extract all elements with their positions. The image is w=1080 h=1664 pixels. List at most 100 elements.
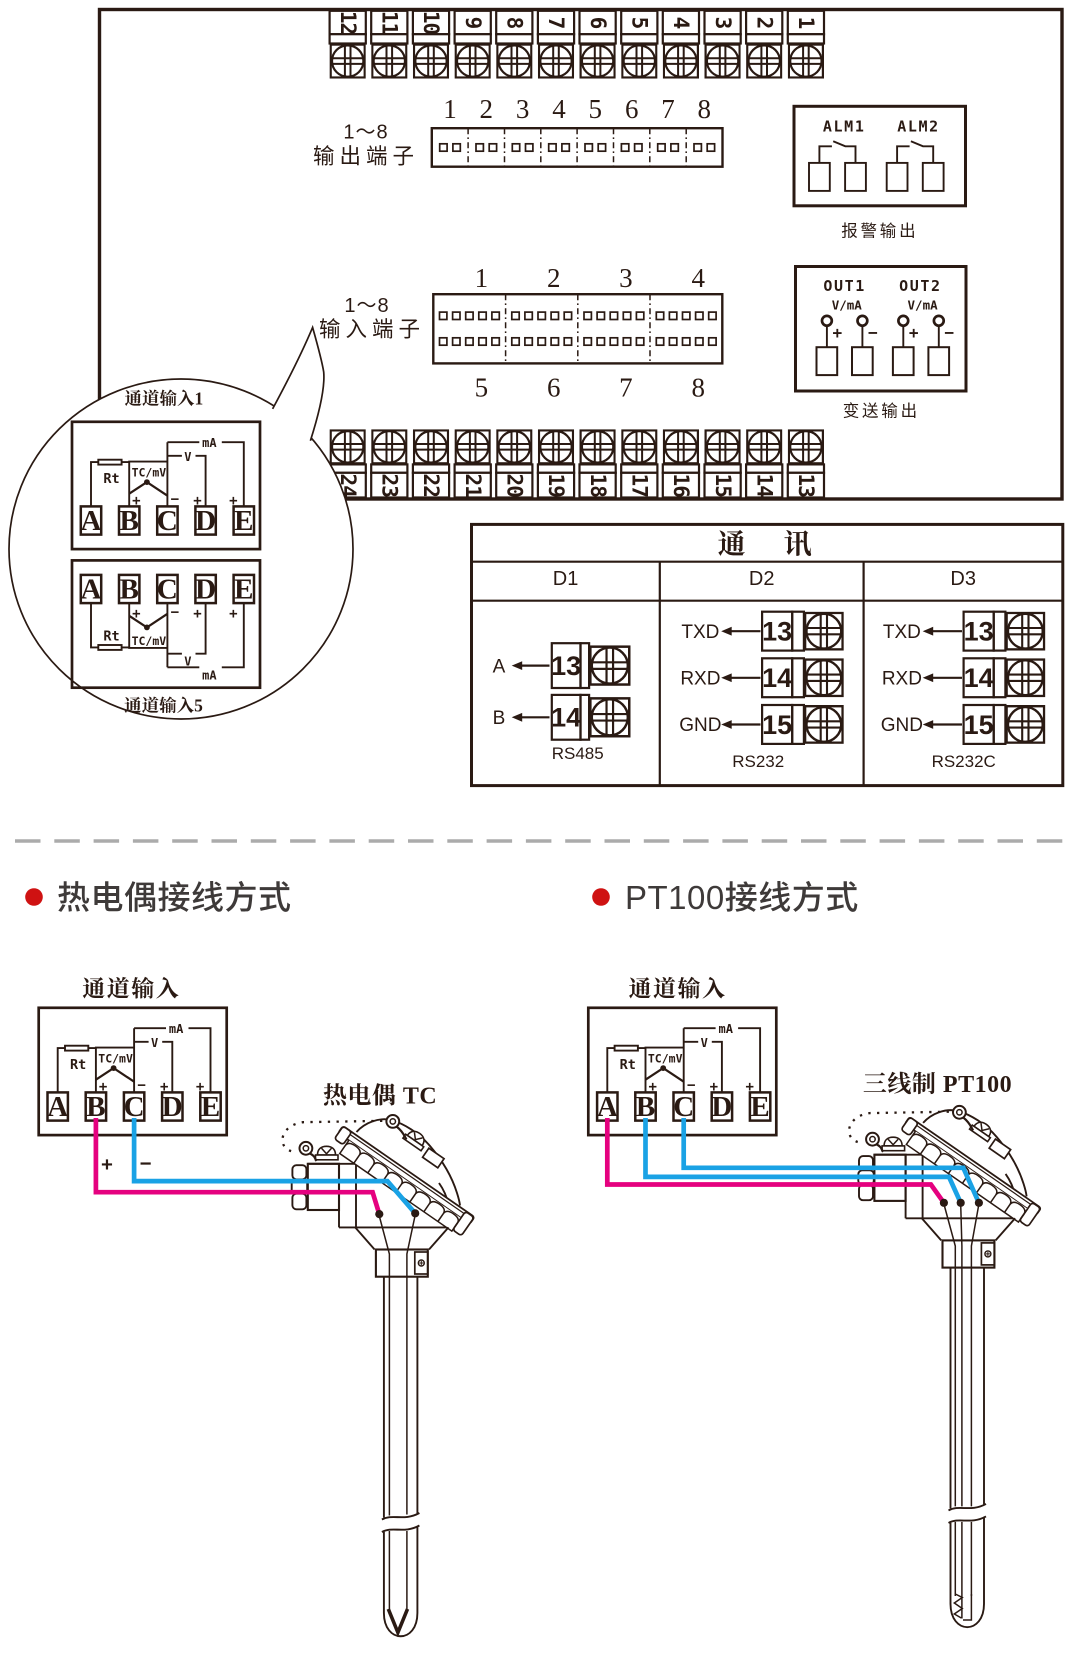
terminal-number: 2 [752,17,776,29]
comm-signal-label: A [493,656,506,677]
thermocouple-section: 热电偶接线方式 通道输入 热电偶 TC + − [25,871,476,1638]
screw-icon [589,696,631,738]
output-terminal-ring [820,314,834,328]
screw-icon [589,645,631,686]
screw-icon [371,43,408,79]
input-number-bottom: 6 [547,373,561,403]
terminal-cell: 20 [495,429,534,499]
terminal-number: 13 [794,474,818,498]
out2-label: OUT2 [899,277,942,295]
wire-dot [411,1209,420,1218]
tc-minus-sign: − [140,1153,151,1175]
comm-col-2-name: D3 [950,568,976,590]
screw-icon [662,43,699,79]
input-terminal-block: 1～8 输入端子 1 5 2 6 3 7 4 8 [319,263,724,403]
pt100-section: PT100接线方式 通道输入 三线制 PT100 [586,871,1043,1629]
terminal-cell: 7 [536,9,576,79]
terminal-number: 5 [628,17,652,29]
comm-table: 通 讯 D1 D2 D3 A 13 B 14 RS485 TXD 13 RXD … [470,523,1065,788]
wire-blue-b [643,1118,963,1204]
pt-channel-box [586,1006,778,1137]
terminal-number: 18 [586,474,610,498]
comm-terminal-unit: 14 [550,693,631,741]
tc-channel-box [37,1006,229,1137]
wire-dot [974,1198,984,1207]
comm-signal-label: GND [679,715,721,736]
out1-label: OUT1 [823,277,866,295]
screw-icon [746,429,783,465]
comm-terminal-number: 14 [762,663,792,693]
screw-icon [329,429,366,465]
terminal-number: 7 [544,17,568,29]
terminal-cell: 12 [328,9,367,79]
comm-terminal-number: 13 [762,617,792,647]
tc-section-title: 热电偶接线方式 [57,871,292,919]
wire-magenta-b [93,1118,382,1215]
callout-bubble: 通道输入1 通道输入5 [8,324,354,720]
terminal-cell: 11 [370,9,409,79]
screw-icon [1005,705,1046,744]
terminal-cell: 9 [453,9,492,79]
terminal-number: 23 [378,474,402,498]
terminal-number: 11 [378,11,402,35]
terminal-number: 22 [419,474,443,497]
input-label-range: 1～8 [344,289,389,318]
arrow-left [511,712,550,722]
comm-signal-label: RXD [882,669,922,690]
terminal-cell: 13 [786,429,826,499]
comm-signal-label: GND [881,715,923,736]
screw-icon [537,43,575,79]
comm-col-0-name: D1 [553,568,579,590]
terminal-cell: 5 [620,9,659,79]
output-number: 5 [589,94,603,124]
terminal-number: 21 [461,474,485,498]
arrow-left [721,720,761,729]
terminal-cell: 1 [786,9,826,79]
comm-terminal-number: 13 [551,651,581,681]
transmit-caption: 变送输出 [843,398,920,422]
comm-terminal-unit: 14 [962,657,1046,699]
terminal-number: 19 [544,474,568,498]
wire-blue-c [131,1118,417,1215]
screw-icon [1005,611,1046,651]
terminal-number: 8 [503,17,527,29]
comm-terminal-unit: 15 [962,703,1046,746]
output-terminal-block: 1～8 输出端子 1 2 3 4 5 6 7 8 [313,94,724,171]
pt-device-label: 三线制 PT100 [863,1064,1012,1099]
input-number-bottom: 8 [691,373,705,403]
wire-dot [939,1198,949,1207]
screw-icon [496,43,533,79]
terminal-cell: 10 [411,9,451,79]
comm-terminal-unit: 13 [550,642,631,690]
screw-icon [803,658,844,698]
input-label-text: 输入端子 [319,313,425,344]
output-number: 1 [443,94,457,124]
screw-icon [1005,658,1046,698]
relay-contact-symbol [808,140,867,192]
out1-vma-label: V/mA [832,298,863,313]
alarm-caption: 报警输出 [841,218,918,242]
terminal-cell: 8 [495,9,534,79]
screw-icon [803,705,844,744]
output-number: 7 [661,94,675,124]
tc-channel-label: 通道输入 [82,971,180,1004]
comm-standard-label: RS485 [552,744,604,763]
terminal-cell: 15 [703,429,742,499]
tc-probe-head [281,1113,476,1278]
output-number: 8 [698,94,712,124]
input-number-top: 4 [691,263,705,293]
wire-dot [375,1210,384,1219]
comm-standard-label: RS232 [732,752,784,771]
comm-terminal-number: 15 [964,710,994,740]
wire-magenta-a [604,1118,946,1205]
bullet-icon [25,888,43,906]
arrow-left [721,626,761,636]
screw-icon [662,429,699,465]
terminal-strip-top: 12 11 10 9 8 7 6 5 4 3 2 1 [328,9,826,79]
terminal-cell: 19 [536,429,576,499]
out2-vma-label: V/mA [908,298,939,313]
transmit-output-box: OUT1 OUT2 V/mA V/mA + − + − 变送输出 [794,265,968,422]
output-number: 6 [625,94,639,124]
screw-icon [412,429,450,465]
screw-icon [454,43,491,79]
